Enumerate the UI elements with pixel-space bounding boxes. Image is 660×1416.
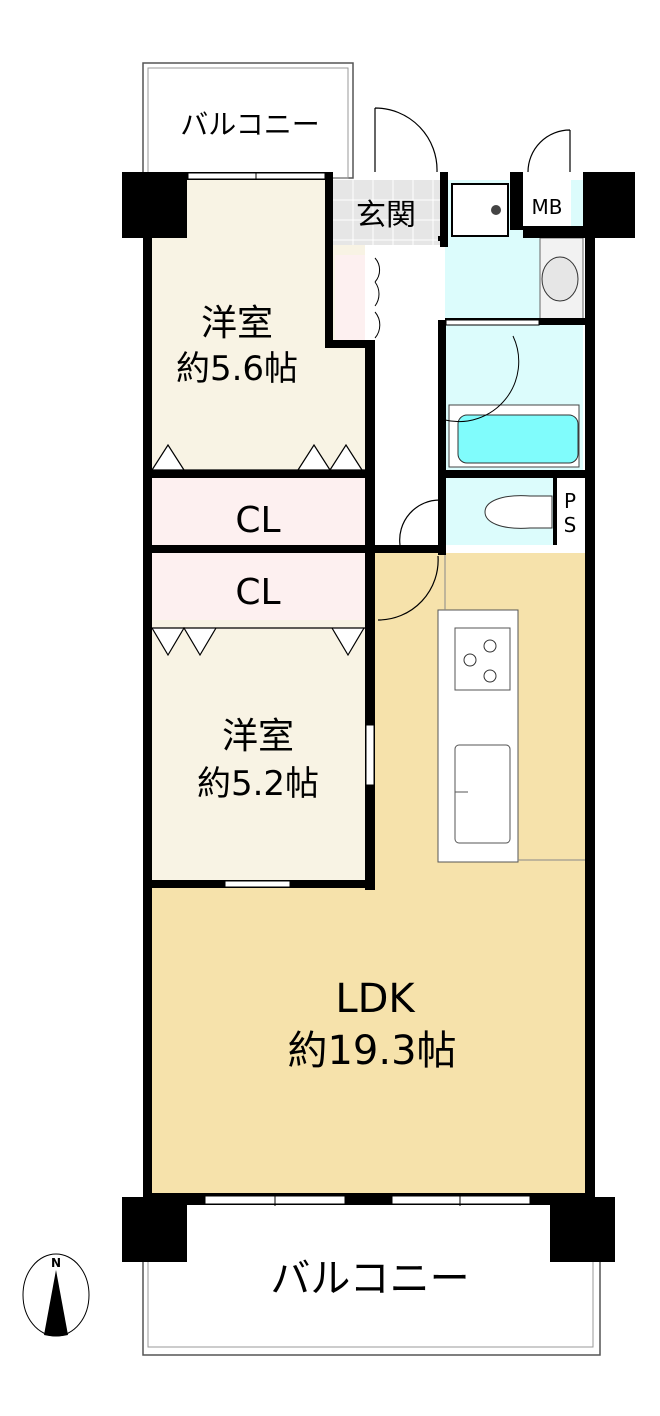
ldk-name: LDK: [335, 976, 416, 1022]
closet-doors: [151, 443, 365, 657]
balcony-bottom-label: バルコニー: [270, 1256, 469, 1302]
entrance-tiles: [333, 180, 440, 245]
stove-icon: [454, 627, 511, 691]
north-compass-icon: N: [22, 1253, 90, 1337]
balcony-top: バルコニー: [142, 62, 354, 179]
bathtub-icon: [457, 414, 579, 464]
closet2-label: CL: [235, 572, 280, 613]
toilet-door: [399, 499, 441, 546]
drain-icon: [491, 205, 501, 215]
closet1-floor: [152, 478, 365, 545]
bath-door-swing: [444, 335, 520, 423]
bedroom2-floor: [152, 620, 365, 880]
toilet-icon: [484, 495, 553, 529]
entrance-door: [374, 107, 438, 173]
ldk-door: [377, 555, 439, 621]
ps-label-p: P: [564, 489, 576, 513]
closet2-floor: [152, 553, 365, 620]
kitchen-counter: [437, 553, 588, 863]
bedroom1-size: 約5.6帖: [176, 349, 298, 389]
bedroom2-size: 約5.2帖: [197, 764, 319, 804]
meter-box: [523, 180, 571, 226]
bedroom1-name: 洋室: [201, 303, 273, 344]
balcony-top-label: バルコニー: [180, 108, 319, 141]
shoe-cabinet-doors: [374, 257, 381, 339]
kitchen-sink-icon: [454, 744, 511, 844]
doors: [374, 107, 571, 621]
windows: [187, 172, 540, 1206]
balcony-bottom: バルコニー: [142, 1256, 601, 1356]
pipe-space: [557, 478, 583, 545]
entrance-floor: [333, 180, 440, 245]
bedroom2-name: 洋室: [222, 716, 294, 757]
mb-label: MB: [532, 195, 563, 219]
mb-door: [527, 129, 571, 173]
compass-n-label: N: [51, 1256, 61, 1270]
closet1-label: CL: [235, 500, 280, 541]
ps-label-s: S: [564, 513, 577, 537]
shoe-cabinet: [335, 255, 365, 340]
entrance-label: 玄関: [356, 198, 416, 233]
sink-basin-icon: [541, 256, 579, 302]
ldk-size: 約19.3帖: [287, 1028, 456, 1074]
